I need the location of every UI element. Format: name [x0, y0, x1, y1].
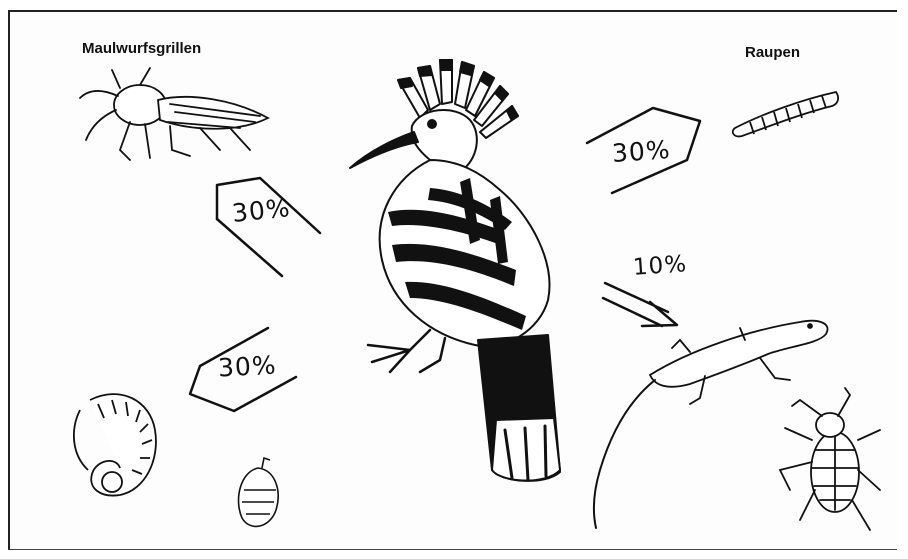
- beetle-icon: [780, 388, 880, 530]
- arrow-to-caterpillar: [587, 108, 700, 193]
- hoopoe-bird-icon: [350, 60, 560, 481]
- mole-cricket-icon: [80, 68, 268, 160]
- arrow-to-mole-cricket: [217, 178, 320, 276]
- lizard-icon: [594, 321, 828, 528]
- arrow-to-lizard: [603, 283, 677, 326]
- grub-icon: [74, 394, 156, 495]
- arrow-to-grubs: [190, 328, 296, 411]
- caterpillar-icon: [733, 92, 838, 136]
- larva-icon: [239, 458, 279, 526]
